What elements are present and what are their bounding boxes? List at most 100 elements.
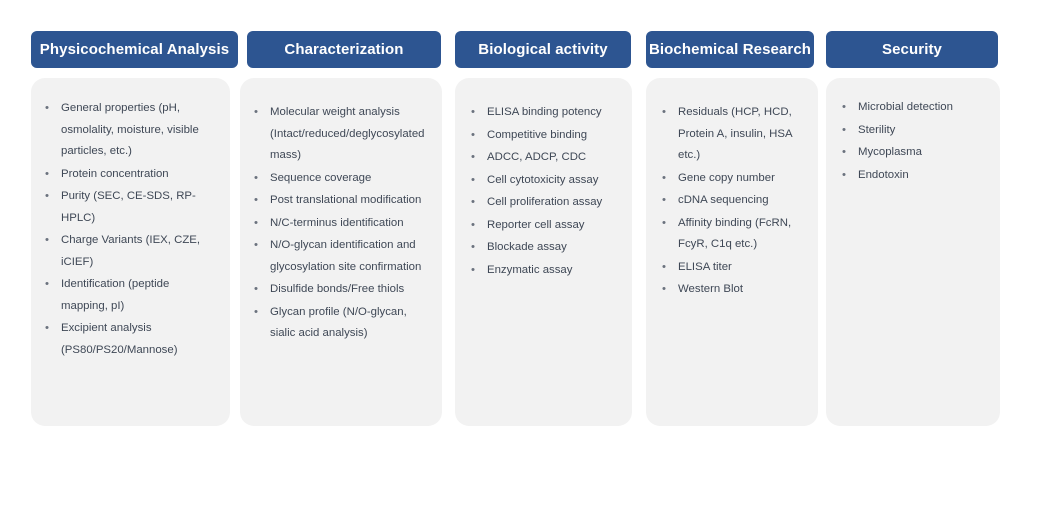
list-item: • Cell cytotoxicity assay xyxy=(465,170,622,192)
list-item-label: Enzymatic assay xyxy=(487,263,573,276)
list-item: •ADCC, ADCP, CDC xyxy=(465,147,622,169)
list-item-label: N/C-terminus identification xyxy=(270,216,404,229)
column-biological-activity: Biological activity • ELISA binding poten… xyxy=(455,31,632,426)
list-item-label: Protein concentration xyxy=(61,167,169,180)
list-item: • ELISA titer xyxy=(656,257,808,279)
column-header-label: Characterization xyxy=(284,41,404,58)
list-item-label: Sequence coverage xyxy=(270,171,372,184)
list-item-label: Sterility xyxy=(858,123,896,136)
list-item-label: Cell proliferation assay xyxy=(487,196,603,208)
list-item: •Identification (peptide mapping, pI) xyxy=(39,274,216,317)
list-item: • Endotoxin xyxy=(836,165,990,187)
list-item-label: cDNA sequencing xyxy=(678,194,769,206)
bullet-icon: • xyxy=(471,173,475,186)
list-item: • Affinity binding (FcRN, FcyR, C1q etc.) xyxy=(656,213,808,256)
list-item-label: N/O-glycan identification and glycosylat… xyxy=(270,239,422,273)
list-item: • Protein concentration xyxy=(39,164,216,186)
column-header-physicochemical-analysis[interactable]: Physicochemical Analysis xyxy=(31,31,238,68)
bullet-icon: • xyxy=(471,106,475,118)
bullet-icon: • xyxy=(842,123,846,136)
column-panel-security: •Microbial detection • Sterility • Mycopla… xyxy=(826,78,1000,426)
bullet-icon: • xyxy=(254,283,258,295)
list-item-label: Glycan profile (N/O-glycan, sialic acid … xyxy=(270,305,407,340)
list-item: •Western Blot xyxy=(656,279,808,301)
bullet-icon: • xyxy=(842,168,846,181)
list-item-label: Molecular weight analysis (Intact/reduce… xyxy=(270,106,425,161)
list-item: • Gene copy number xyxy=(656,168,808,190)
list-item: •Charge Variants (IEX, CZE, iCIEF) xyxy=(39,230,216,273)
list-item-label: Post translational modification xyxy=(270,194,422,206)
list-item: • Disulfide bonds/Free thiols xyxy=(248,279,430,301)
column-header-characterization[interactable]: Characterization xyxy=(247,31,441,68)
list-item-label: Identification (peptide mapping, pI) xyxy=(61,278,170,312)
list-item: • Purity (SEC, CE-SDS, RP-HPLC) xyxy=(39,186,216,229)
list-item-label: Disulfide bonds/Free thiols xyxy=(270,283,405,295)
list-item: • Sterility xyxy=(836,120,990,142)
list-item-label: Blockade assay xyxy=(487,241,567,253)
list-item-label: Endotoxin xyxy=(858,168,909,181)
column-header-security[interactable]: Security xyxy=(826,31,998,68)
list-item-label: Residuals (HCP, HCD, Protein A, insulin,… xyxy=(678,106,792,161)
bullet-list-biochemical-research: • Residuals (HCP, HCD, Protein A, insulin… xyxy=(656,102,808,301)
column-header-biological-activity[interactable]: Biological activity xyxy=(455,31,631,68)
column-panel-biological-activity: •ELISA binding potency •Competitive bind… xyxy=(455,78,632,426)
bullet-icon: • xyxy=(254,305,258,318)
column-header-label: Biochemical Research xyxy=(648,41,812,58)
bullet-icon: • xyxy=(254,106,258,118)
column-header-label: Physicochemical Analysis xyxy=(39,41,230,58)
bullet-icon: • xyxy=(471,218,475,231)
column-characterization: Characterization • Molecular weight analy… xyxy=(240,31,442,426)
bullet-icon: • xyxy=(45,167,49,180)
list-item: • Sequence coverage xyxy=(248,168,430,190)
list-item-label: Gene copy number xyxy=(678,171,775,184)
bullet-icon: • xyxy=(471,151,475,163)
list-item: • Excipient analysis (PS80/PS20/Mannose) xyxy=(39,318,216,361)
bullet-icon: • xyxy=(254,216,258,229)
bullet-icon: • xyxy=(662,171,666,184)
list-item-label: General properties (pH, osmolality, mois… xyxy=(61,102,199,157)
list-item: •Cell proliferation assay xyxy=(465,192,622,214)
bullet-icon: • xyxy=(254,194,258,206)
list-item: •cDNA sequencing xyxy=(656,190,808,212)
list-item: • Enzymatic assay xyxy=(465,260,622,282)
list-item-label: Mycoplasma xyxy=(858,146,922,158)
list-item: •Blockade assay xyxy=(465,237,622,259)
bullet-icon: • xyxy=(254,171,258,184)
list-item: •Competitive binding xyxy=(465,125,622,147)
bullet-icon: • xyxy=(842,146,846,158)
list-item: • General properties (pH, osmolality, moi… xyxy=(39,98,216,163)
column-biochemical-research: Biochemical Research • Residuals (HCP, HC… xyxy=(646,31,818,426)
list-item-label: Excipient analysis (PS80/PS20/Mannose) xyxy=(61,322,178,356)
bullet-icon: • xyxy=(471,263,475,276)
list-item: • Mycoplasma xyxy=(836,142,990,164)
column-physicochemical-analysis: Physicochemical Analysis • General proper… xyxy=(31,31,238,426)
list-item: • Glycan profile (N/O-glycan, sialic acid… xyxy=(248,302,430,345)
list-item-label: Competitive binding xyxy=(487,128,588,141)
list-item-label: Reporter cell assay xyxy=(487,218,585,231)
list-item: •Residuals (HCP, HCD, Protein A, insulin… xyxy=(656,102,808,167)
list-item-label: Affinity binding (FcRN, FcyR, C1q etc.) xyxy=(678,216,792,251)
column-header-label: Biological activity xyxy=(478,41,608,58)
bullet-icon: • xyxy=(662,260,666,273)
bullet-icon: • xyxy=(662,283,666,295)
list-item: •Microbial detection xyxy=(836,97,990,119)
list-item: • Molecular weight analysis (Intact/reduc… xyxy=(248,102,430,167)
column-panel-physicochemical-analysis: • General properties (pH, osmolality, moi… xyxy=(31,78,230,426)
list-item-label: ELISA titer xyxy=(678,260,732,273)
list-item-label: Purity (SEC, CE-SDS, RP-HPLC) xyxy=(61,190,196,224)
bullet-icon: • xyxy=(45,322,49,334)
bullet-list-physicochemical-analysis: • General properties (pH, osmolality, moi… xyxy=(39,98,216,361)
bullet-icon: • xyxy=(662,216,666,229)
list-item-label: Cell cytotoxicity assay xyxy=(487,173,599,186)
column-header-biochemical-research[interactable]: Biochemical Research xyxy=(646,31,814,68)
column-panel-biochemical-research: • Residuals (HCP, HCD, Protein A, insulin… xyxy=(646,78,818,426)
list-item: • Post translational modification xyxy=(248,190,430,212)
bullet-icon: • xyxy=(45,102,49,114)
bullet-icon: • xyxy=(45,190,49,202)
list-item: • N/O-glycan identification and glycosyla… xyxy=(248,235,430,278)
list-item: • ELISA binding potency xyxy=(465,102,622,124)
list-item: • Reporter cell assay xyxy=(465,215,622,237)
bullet-icon: • xyxy=(254,239,258,251)
list-item-label: ELISA binding potency xyxy=(487,106,602,118)
